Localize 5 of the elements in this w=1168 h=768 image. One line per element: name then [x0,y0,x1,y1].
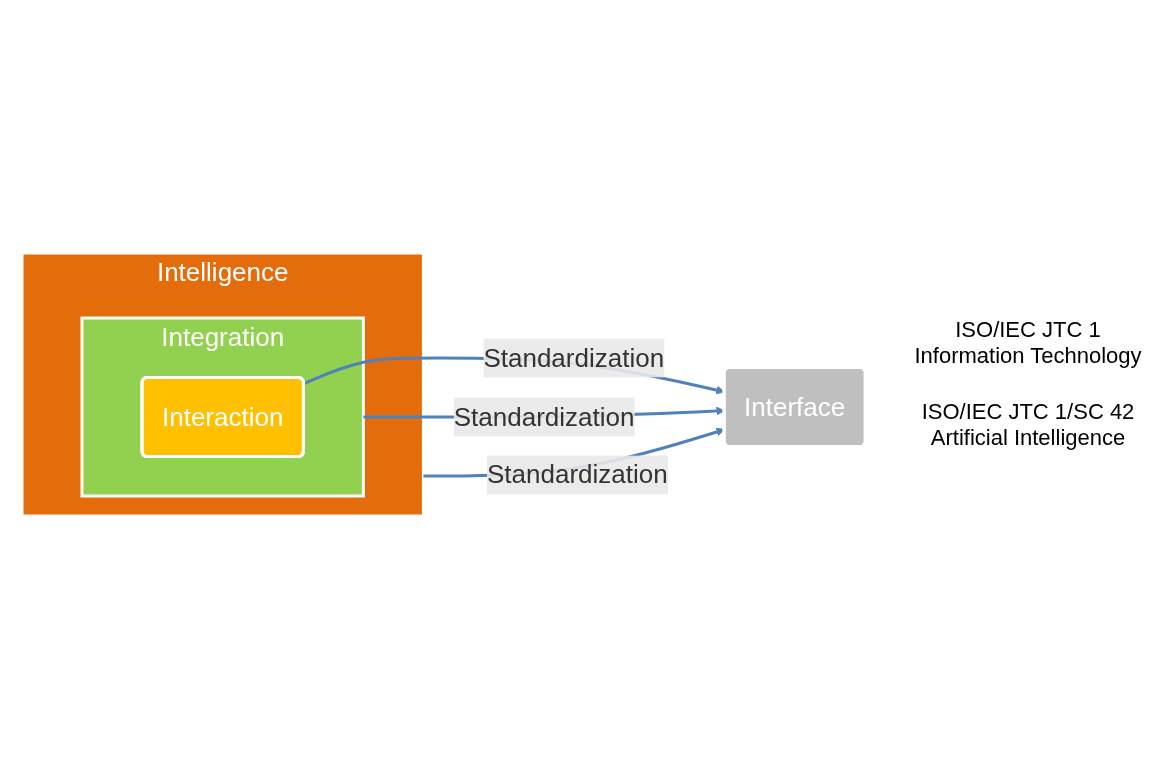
note-text: ISO/IEC JTC 1 Information Technology [913,317,1143,369]
note-text: ISO/IEC JTC 1/SC 42 Artificial Intelligence [920,399,1136,451]
edge-label: Standardization [487,458,669,489]
edge-label: Standardization [483,342,665,372]
edge-label: Standardization [454,401,635,431]
